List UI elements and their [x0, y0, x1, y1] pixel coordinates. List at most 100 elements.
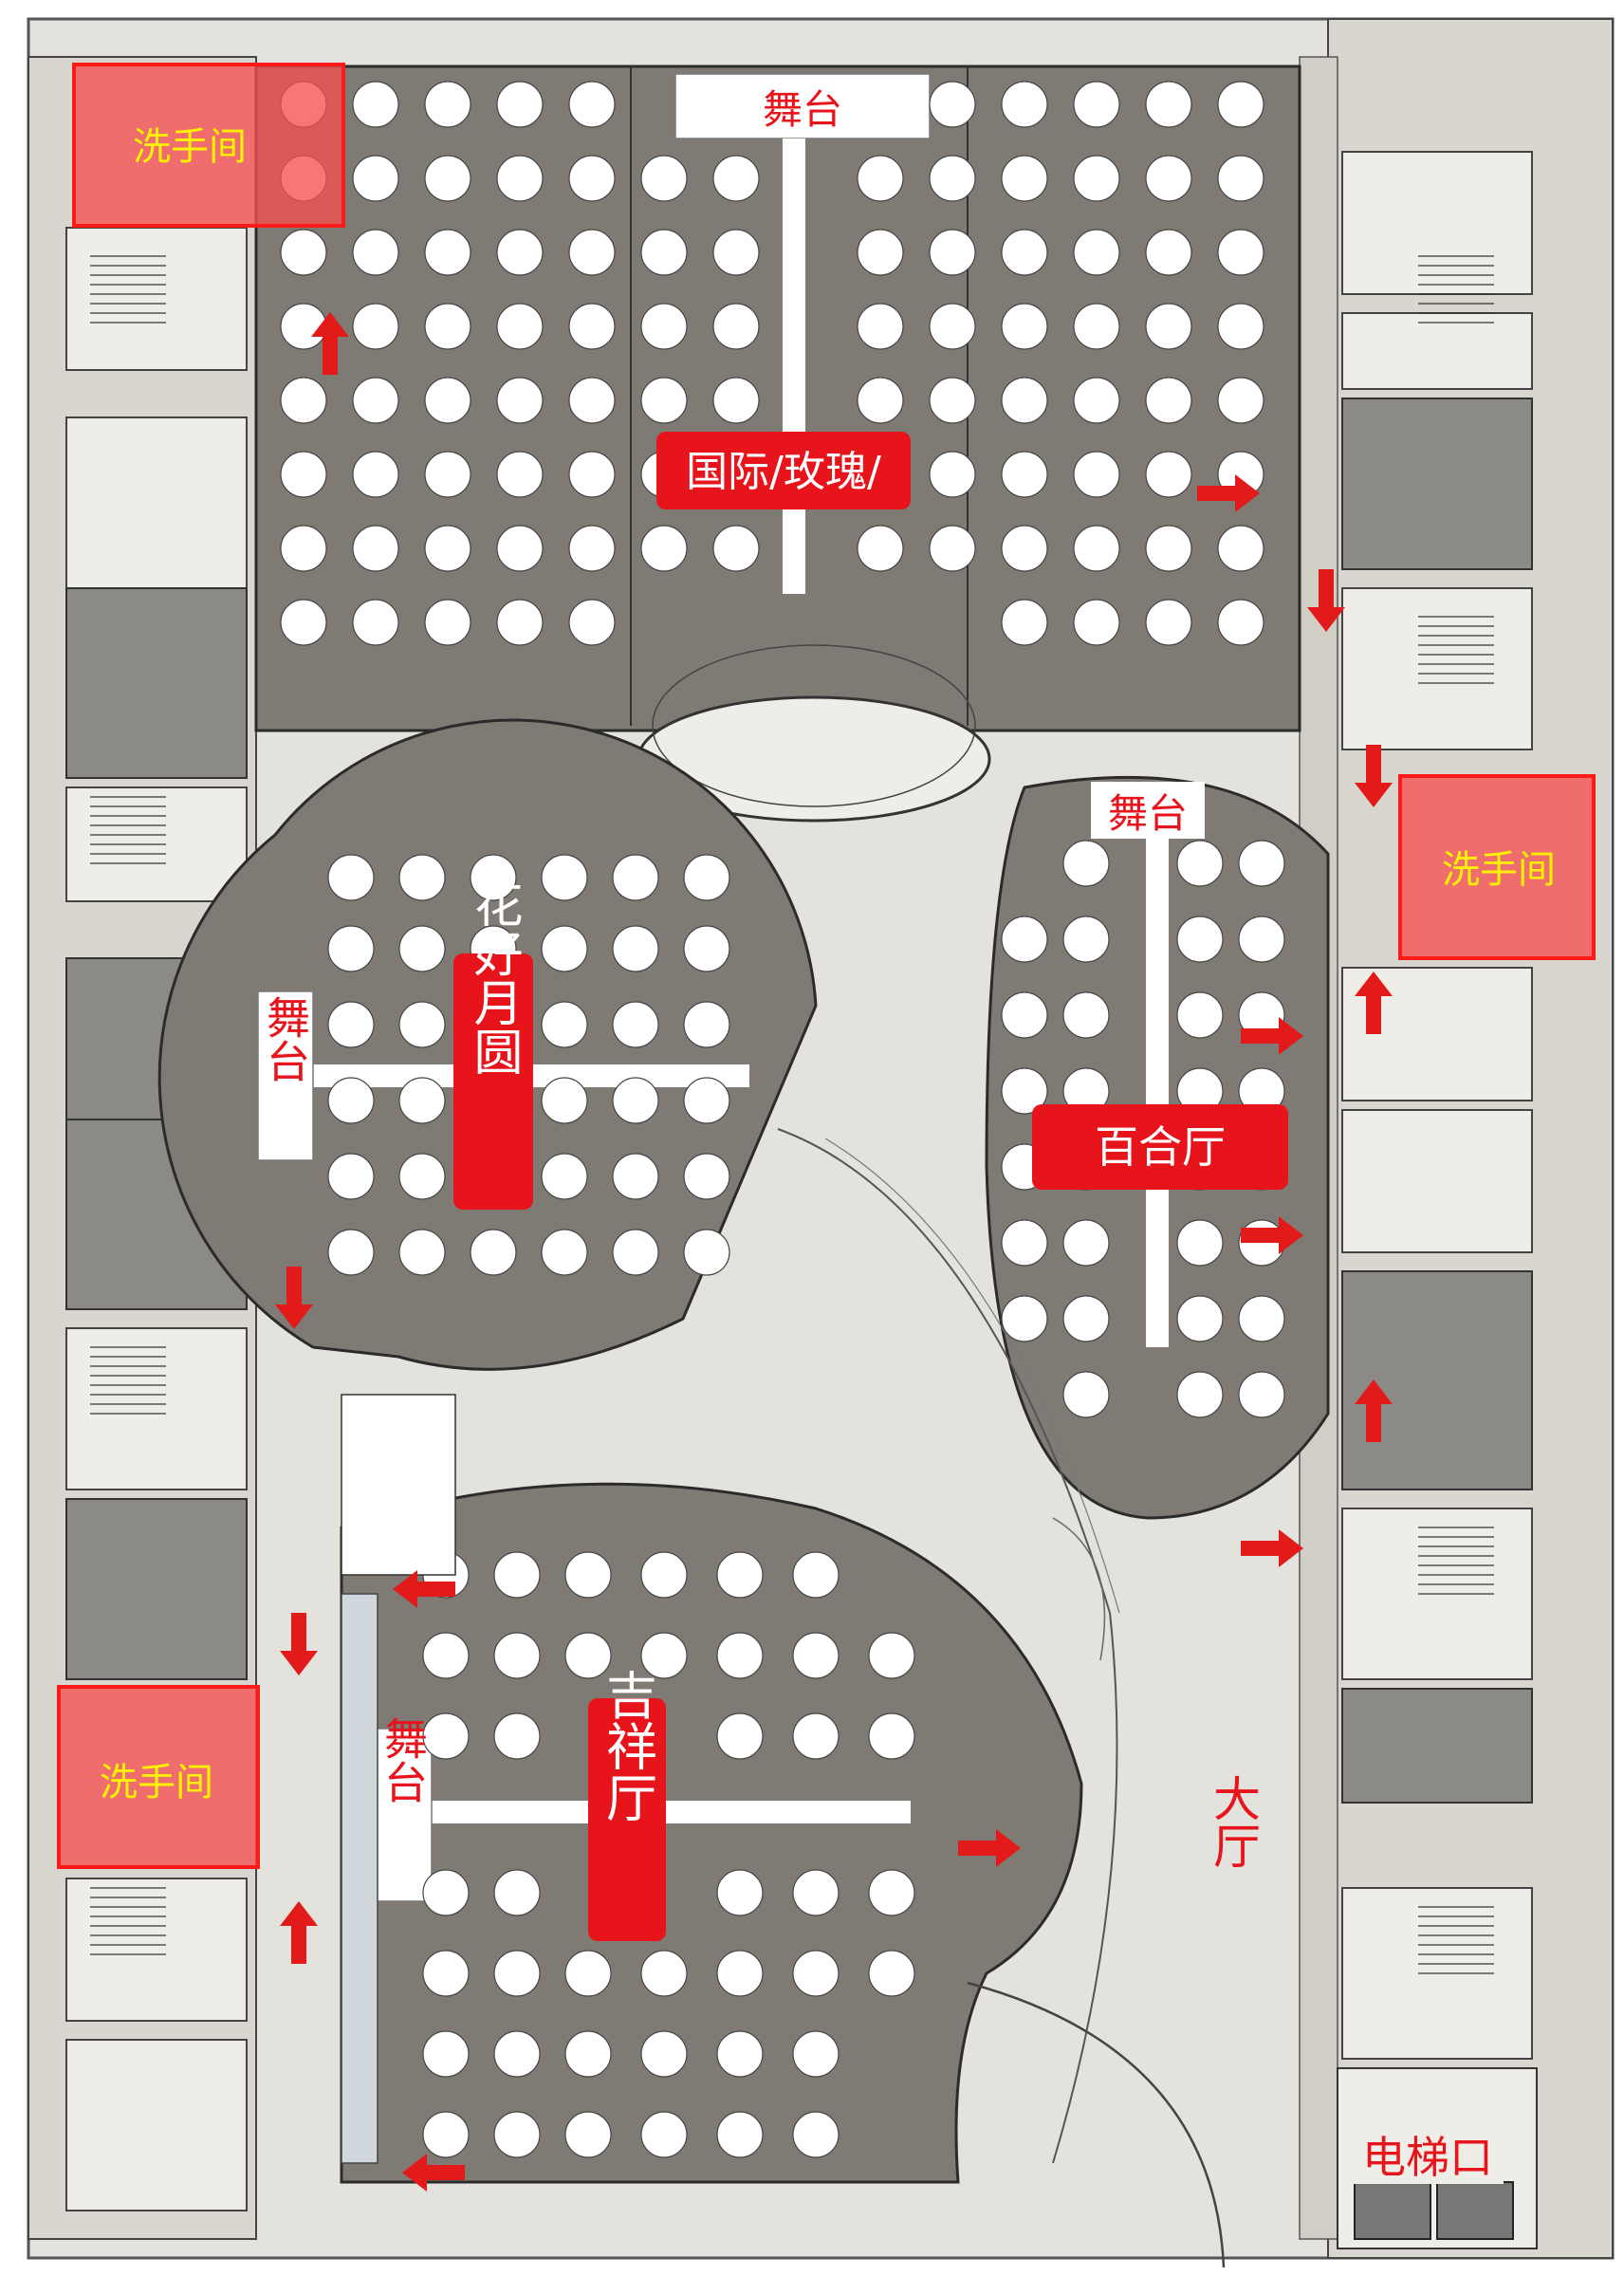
- direction-arrow: [1241, 1216, 1303, 1254]
- round-table: [857, 303, 904, 350]
- round-table: [352, 451, 399, 498]
- elevator-label-bg: [1352, 2125, 1504, 2184]
- round-table: [792, 1950, 840, 1997]
- round-table: [1073, 155, 1120, 202]
- round-table: [1176, 1219, 1224, 1267]
- left-service-rooms: [65, 227, 248, 2211]
- round-table: [398, 854, 446, 901]
- round-table: [496, 155, 544, 202]
- round-table: [640, 2111, 688, 2158]
- round-table: [568, 451, 616, 498]
- round-table: [1145, 81, 1192, 128]
- round-table: [398, 1229, 446, 1276]
- restroom-right-box: [1398, 774, 1596, 960]
- round-table: [929, 377, 976, 424]
- jixiang-label-bg: [588, 1698, 666, 1941]
- round-table: [1217, 155, 1264, 202]
- round-table: [496, 451, 544, 498]
- round-table: [568, 303, 616, 350]
- round-table: [640, 525, 688, 572]
- restroom-bottom-left-box: [57, 1685, 260, 1869]
- round-table: [424, 81, 471, 128]
- round-table: [424, 155, 471, 202]
- huahao-label: 花好月圆: [465, 879, 522, 1076]
- direction-arrow: [275, 1267, 313, 1329]
- guoji-foyer-inner: [652, 644, 976, 807]
- round-table: [1145, 155, 1192, 202]
- round-table: [327, 1229, 375, 1276]
- round-table: [716, 1950, 764, 1997]
- direction-arrow: [311, 312, 349, 375]
- round-table: [1176, 1371, 1224, 1418]
- huahao-label-bg: [453, 953, 533, 1210]
- round-table: [541, 925, 588, 972]
- restroom-top-left-label: 洗手间: [133, 125, 247, 169]
- round-table: [612, 1077, 659, 1124]
- round-table: [683, 925, 730, 972]
- round-table: [470, 1229, 517, 1276]
- direction-arrow: [1241, 1017, 1303, 1055]
- round-table: [640, 1632, 688, 1679]
- stage-baihe-label: 舞台: [1108, 790, 1188, 837]
- round-table: [640, 377, 688, 424]
- round-table: [398, 1153, 446, 1200]
- round-table: [352, 81, 399, 128]
- round-table: [1073, 377, 1120, 424]
- round-table: [640, 2030, 688, 2078]
- round-table: [683, 1077, 730, 1124]
- round-table: [640, 1950, 688, 1997]
- round-table: [1001, 155, 1048, 202]
- round-table: [1238, 1295, 1285, 1342]
- guoji-label: 国际/玫瑰/: [686, 448, 881, 496]
- guoji-tables: [280, 81, 1264, 646]
- service-room: [65, 2039, 248, 2211]
- round-table: [1145, 229, 1192, 276]
- round-table: [929, 81, 976, 128]
- service-room: [1341, 398, 1533, 570]
- round-table: [868, 1950, 915, 1997]
- direction-arrow: [1307, 569, 1345, 632]
- round-table: [541, 854, 588, 901]
- round-table: [568, 229, 616, 276]
- round-table: [1062, 1371, 1110, 1418]
- round-table: [1062, 916, 1110, 963]
- round-table: [398, 1001, 446, 1048]
- restroom-right-label: 洗手间: [1442, 848, 1556, 892]
- direction-arrow: [1241, 1529, 1303, 1567]
- round-table: [640, 1551, 688, 1599]
- round-table: [612, 854, 659, 901]
- round-table: [1073, 303, 1120, 350]
- lobby-curve: [967, 1981, 1226, 2268]
- round-table: [493, 1869, 541, 1916]
- round-table: [1073, 451, 1120, 498]
- round-table: [1062, 840, 1110, 887]
- round-table: [541, 1153, 588, 1200]
- round-table: [612, 1153, 659, 1200]
- service-room: [1341, 587, 1533, 750]
- round-table: [564, 1551, 612, 1599]
- round-table: [424, 599, 471, 646]
- round-table: [1217, 377, 1264, 424]
- round-table: [712, 229, 760, 276]
- round-table: [929, 155, 976, 202]
- round-table: [612, 1229, 659, 1276]
- round-table: [1238, 1371, 1285, 1418]
- service-room: [1341, 312, 1533, 390]
- round-table: [792, 2030, 840, 2078]
- round-table: [1001, 1067, 1048, 1115]
- round-table: [1217, 525, 1264, 572]
- service-room: [1341, 1270, 1533, 1490]
- lobby-curve: [824, 1138, 1120, 1614]
- round-table: [424, 377, 471, 424]
- service-room: [1341, 1109, 1533, 1253]
- round-table: [327, 1153, 375, 1200]
- round-table: [496, 81, 544, 128]
- round-table: [564, 2111, 612, 2158]
- elevator-car: [1436, 2181, 1514, 2240]
- round-table: [868, 1712, 915, 1760]
- round-table: [541, 1229, 588, 1276]
- round-table: [1001, 916, 1048, 963]
- round-table: [683, 1001, 730, 1048]
- round-table: [640, 303, 688, 350]
- round-table: [496, 303, 544, 350]
